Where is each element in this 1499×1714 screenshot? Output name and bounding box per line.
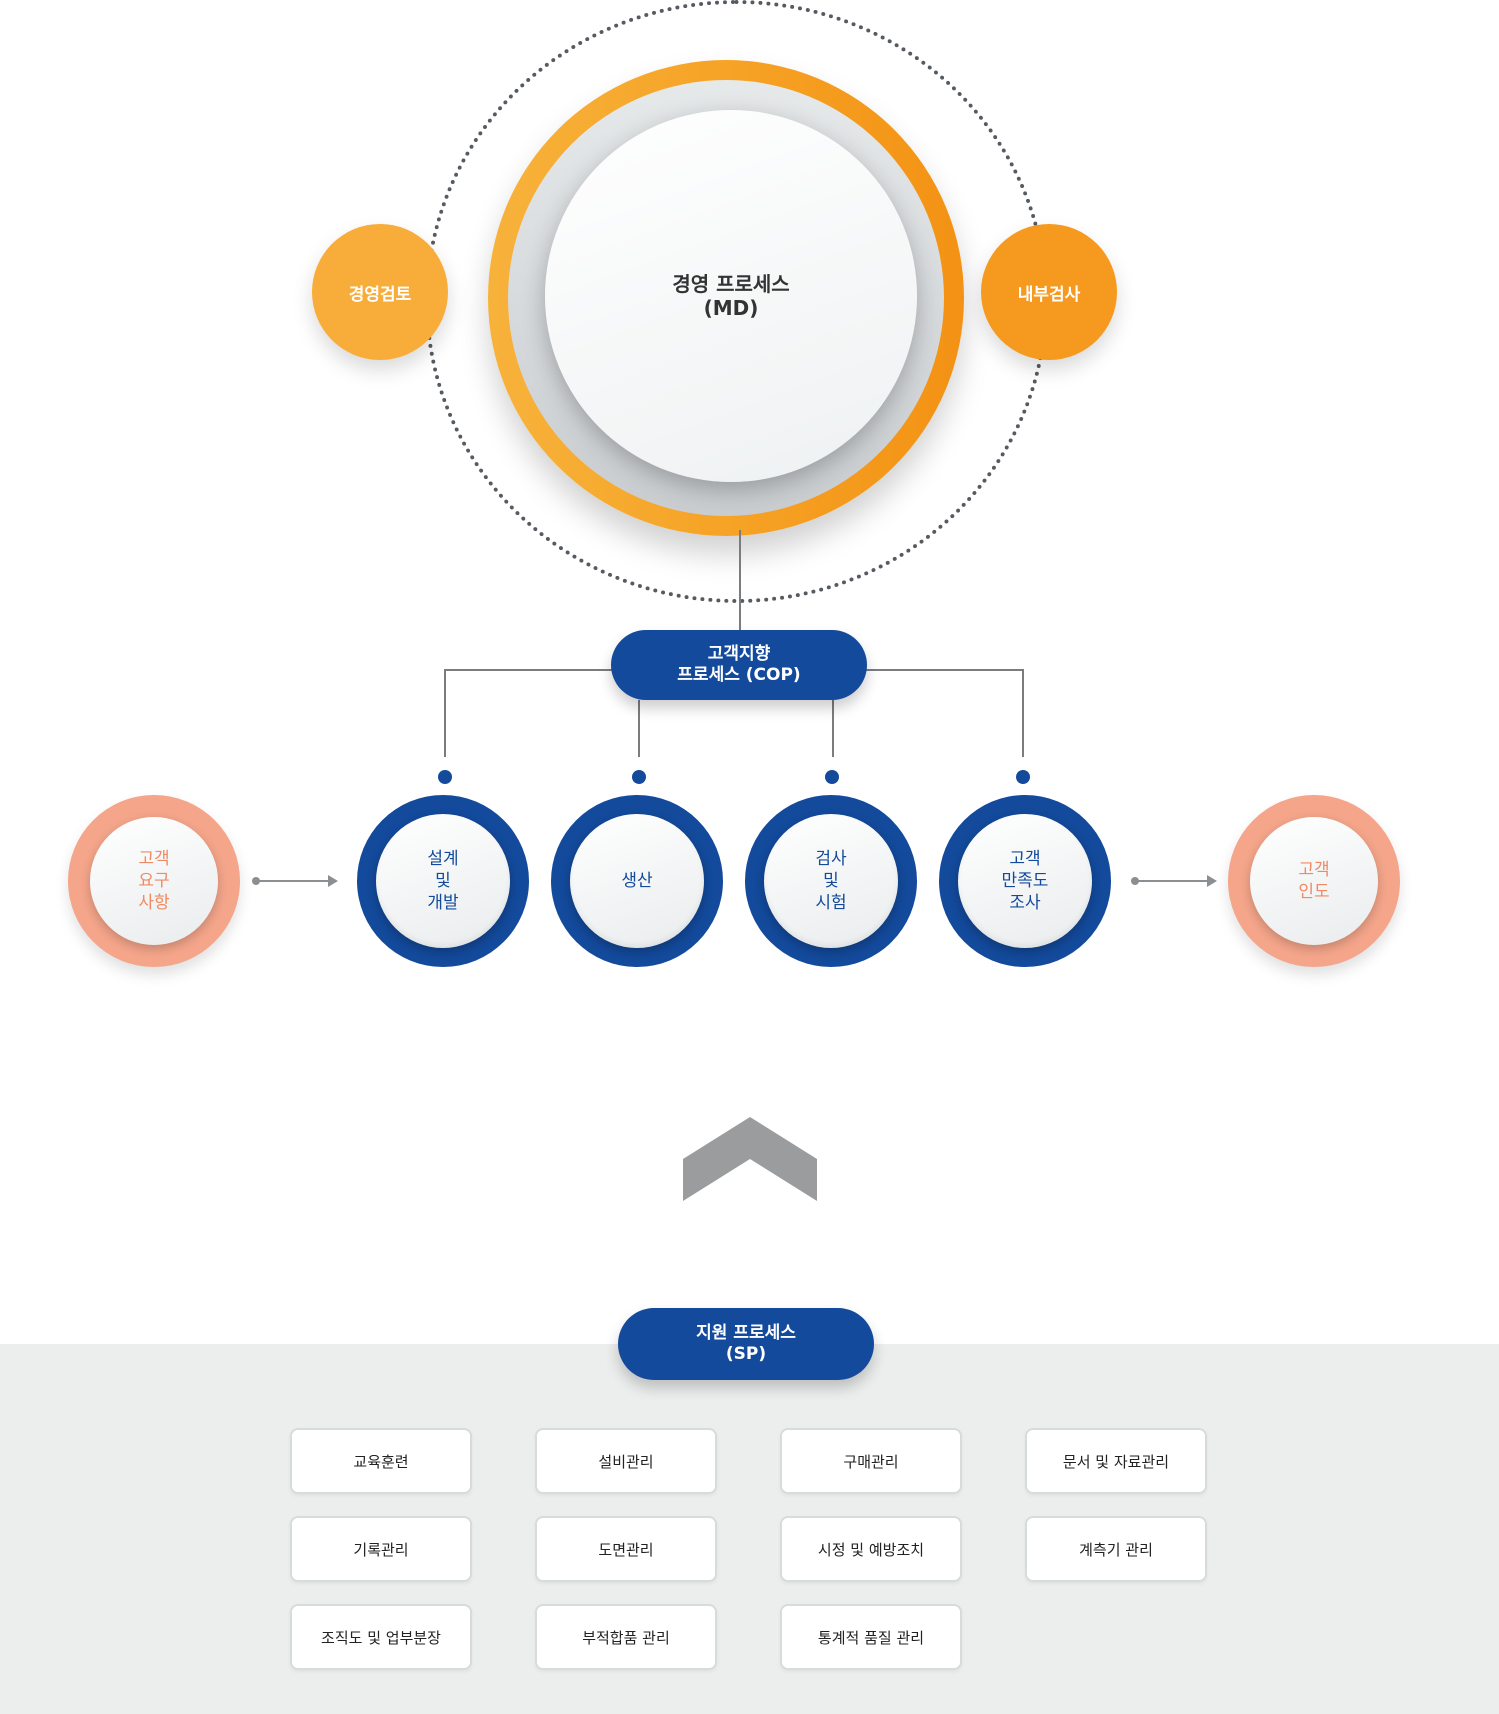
process-label-line: 및: [435, 871, 451, 891]
support-item: 교육훈련: [290, 1428, 472, 1494]
support-item: 부적합품 관리: [535, 1604, 717, 1670]
internal-audit-label: 내부검사: [1017, 284, 1081, 305]
support-item-label: 계측기 관리: [1079, 1540, 1153, 1559]
support-item-label: 교육훈련: [353, 1452, 409, 1471]
process-label-line: 조사: [1009, 893, 1041, 913]
support-item-label: 설비관리: [598, 1452, 654, 1471]
connector-main-to-cop: [739, 530, 741, 630]
support-item-label: 문서 및 자료관리: [1062, 1452, 1170, 1471]
support-item-label: 통계적 품질 관리: [817, 1628, 925, 1647]
support-item: 설비관리: [535, 1428, 717, 1494]
sp-title: 지원 프로세스: [696, 1323, 796, 1343]
management-process-code: (MD): [703, 296, 759, 320]
customer-delivery-node: 고객 인도: [1250, 817, 1378, 945]
management-review-label: 경영검토: [348, 284, 412, 305]
support-item-label: 구매관리: [843, 1452, 899, 1471]
support-item-label: 도면관리: [598, 1540, 654, 1559]
process-node-dot: [1016, 770, 1030, 784]
management-process-title: 경영 프로세스: [672, 272, 790, 296]
support-background-band: [0, 1344, 1499, 1714]
process-node-dot: [632, 770, 646, 784]
process-production: 생산: [570, 814, 704, 948]
connector-cop-right-branch: [866, 669, 1024, 671]
support-item: 계측기 관리: [1025, 1516, 1207, 1582]
customer-delivery-line: 고객: [1298, 860, 1330, 880]
support-item-label: 부적합품 관리: [582, 1628, 670, 1647]
support-item-label: 시정 및 예방조치: [817, 1540, 925, 1559]
arrow-head-right-icon: [328, 875, 338, 887]
support-item: 구매관리: [780, 1428, 962, 1494]
internal-audit-node: 내부검사: [981, 224, 1117, 360]
customer-requirements-line: 사항: [138, 893, 170, 913]
support-item-label: 조직도 및 업부분장: [321, 1628, 441, 1647]
arrow-head-right-icon: [1207, 875, 1217, 887]
process-customer-satisfaction: 고객 만족도 조사: [958, 814, 1092, 948]
process-label-line: 개발: [427, 893, 459, 913]
process-label-line: 만족도: [1001, 871, 1049, 891]
support-item: 통계적 품질 관리: [780, 1604, 962, 1670]
support-item: 문서 및 자료관리: [1025, 1428, 1207, 1494]
support-item: 기록관리: [290, 1516, 472, 1582]
process-label-line: 설계: [427, 849, 459, 869]
connector-branch-3: [832, 700, 834, 757]
connector-branch-4: [1022, 669, 1024, 757]
management-process-circle: 경영 프로세스 (MD): [545, 110, 917, 482]
support-item: 도면관리: [535, 1516, 717, 1582]
support-process-pill: 지원 프로세스 (SP): [618, 1308, 874, 1380]
cop-subtitle: 프로세스 (COP): [677, 665, 801, 685]
customer-requirements-line: 요구: [138, 871, 170, 891]
process-node-dot: [825, 770, 839, 784]
connector-branch-2: [638, 700, 640, 757]
process-label-line: 및: [823, 871, 839, 891]
sp-subtitle: (SP): [725, 1344, 767, 1364]
customer-delivery-line: 인도: [1298, 882, 1330, 902]
support-item: 조직도 및 업부분장: [290, 1604, 472, 1670]
cop-title: 고객지향: [707, 644, 771, 664]
process-label-line: 시험: [815, 893, 847, 913]
process-label-line: 고객: [1009, 849, 1041, 869]
process-design-development: 설계 및 개발: [376, 814, 510, 948]
customer-oriented-process-pill: 고객지향 프로세스 (COP): [611, 630, 867, 700]
process-label-line: 생산: [621, 871, 653, 891]
connector-cop-left-branch: [444, 669, 612, 671]
support-item: 시정 및 예방조치: [780, 1516, 962, 1582]
process-node-dot: [438, 770, 452, 784]
arrow-line-to-delivery: [1135, 880, 1207, 882]
management-review-node: 경영검토: [312, 224, 448, 360]
connector-branch-1: [444, 669, 446, 757]
chevron-up-icon: [683, 1117, 817, 1201]
customer-requirements-node: 고객 요구 사항: [90, 817, 218, 945]
customer-requirements-line: 고객: [138, 849, 170, 869]
process-inspection-test: 검사 및 시험: [764, 814, 898, 948]
support-item-label: 기록관리: [353, 1540, 409, 1559]
arrow-line-to-processes: [256, 880, 328, 882]
process-label-line: 검사: [815, 849, 847, 869]
